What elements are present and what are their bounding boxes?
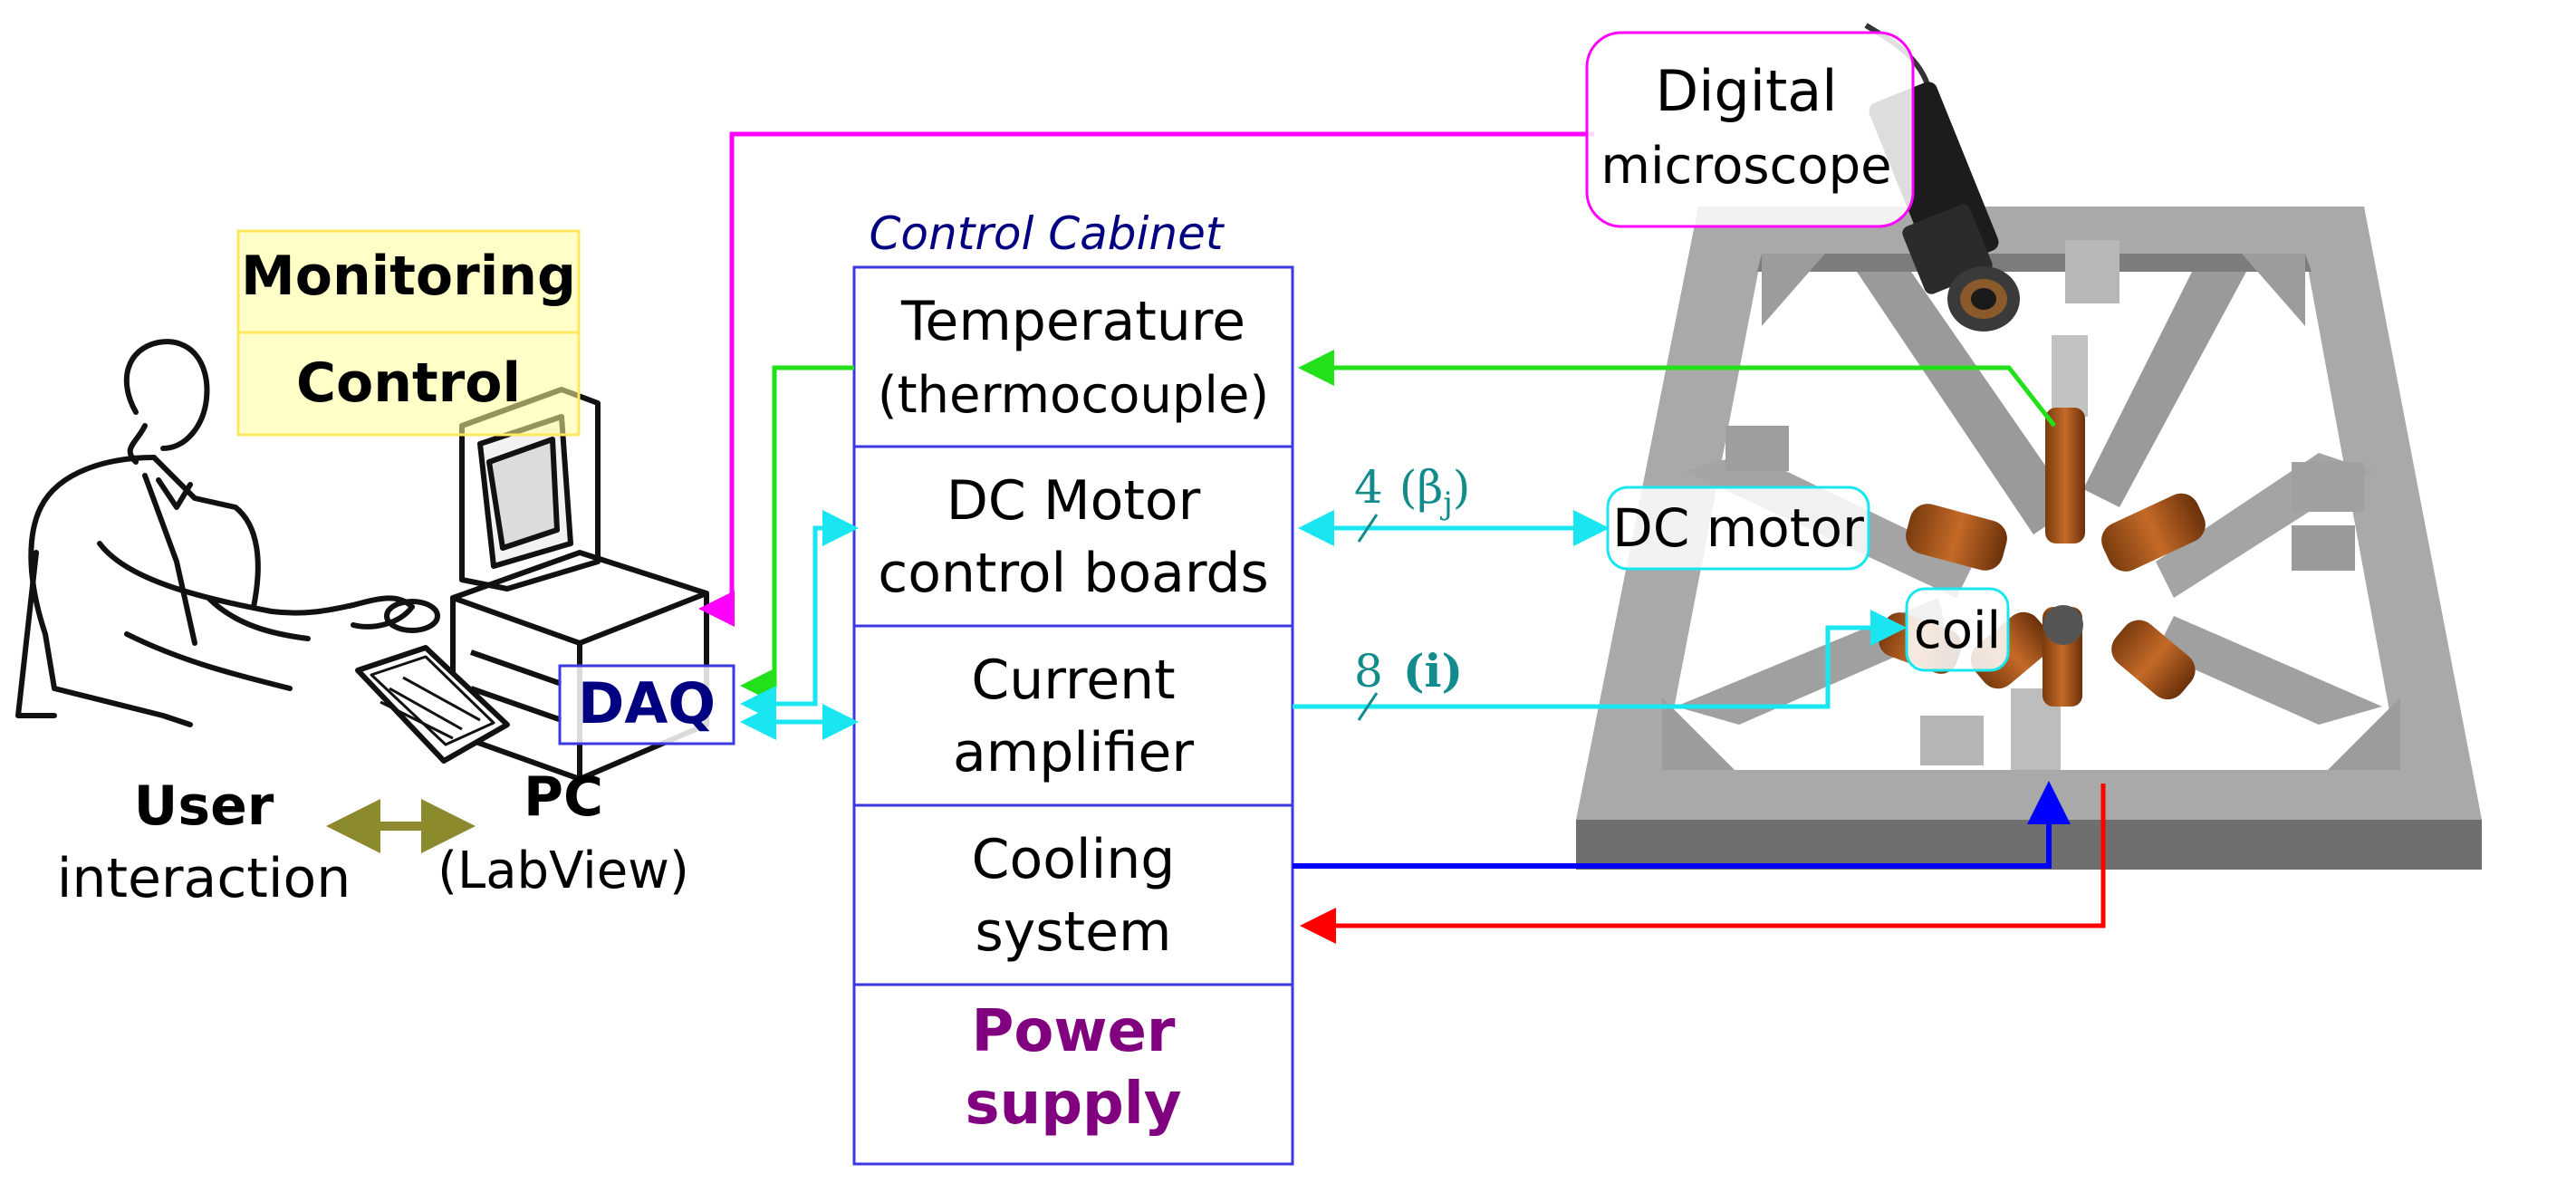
user-title: User [134,774,274,838]
magnetic-manipulator-frame-icon [1576,207,2482,870]
cooling-system-module [852,803,1294,986]
coil-label: coil [1914,601,2001,660]
cooling-line2: system [976,900,1172,964]
coil-box: coil [1905,587,2010,672]
power-supply-module [852,983,1294,1166]
coil-bus-tick [1357,692,1379,721]
screen-panel: Monitoring Control [236,229,581,437]
daq-motor-boards-link [740,510,859,722]
pc-subtitle: (LabView) [437,842,689,900]
dc-motor-box: DC motor [1606,486,1870,571]
control-label: Control [296,351,521,415]
user-at-computer-icon [15,339,415,727]
amplifier-line2: amplifier [953,721,1194,784]
dc-motor-control-module [852,445,1294,628]
dc-motor-line2: control boards [878,542,1269,605]
control-cabinet [852,265,1294,1166]
daq-box: DAQ [558,664,735,745]
microscope-line2: microscope [1600,137,1891,196]
cooling-supply-link [1293,781,2071,869]
cooling-line1: Cooling [972,828,1176,891]
amplifier-line1: Current [971,649,1175,712]
motor-count-label: 4(βj) [1354,461,1470,522]
power-line1: Power [972,998,1176,1065]
dc-motor-line1: DC Motor [947,469,1201,533]
temperature-line1: Temperature [900,290,1245,353]
microscope-link [698,131,1594,627]
pc-title: PC [524,765,603,829]
coil-count-label: 8(i) [1354,644,1463,697]
microscope-line1: Digital [1655,58,1837,124]
amplifier-coil-link [1293,610,1907,709]
cabinet-title: Control Cabinet [870,207,1226,260]
temperature-line2: (thermocouple) [878,366,1270,425]
microscope-box: Digital microscope [1585,31,1915,228]
temperature-module [852,265,1294,448]
cooling-return-link [1300,784,2106,944]
user-subtitle: interaction [57,847,351,910]
motor-bus-tick [1357,514,1379,543]
power-line2: supply [966,1071,1182,1138]
pc-tower-icon [355,387,709,782]
daq-label: DAQ [578,670,716,736]
monitoring-label: Monitoring [241,245,576,308]
thermocouple-link [1298,350,2056,428]
dc-motor-label: DC motor [1612,497,1864,559]
